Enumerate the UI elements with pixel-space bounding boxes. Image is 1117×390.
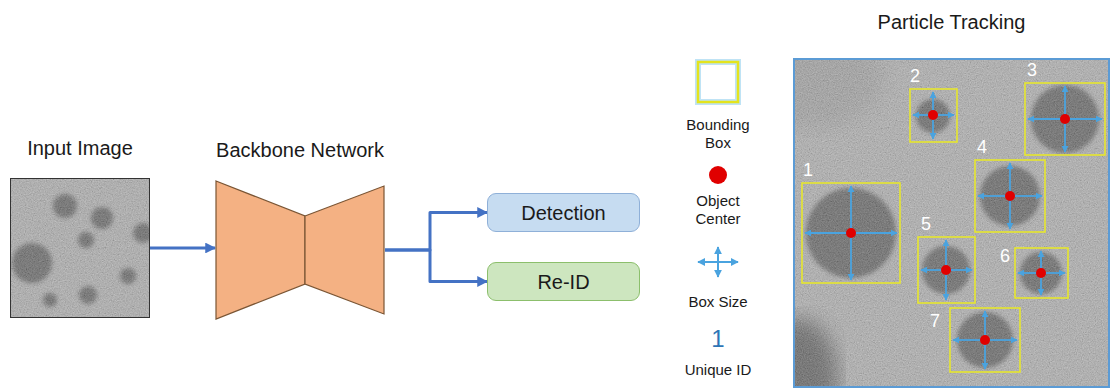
flow-arrow	[385, 213, 487, 251]
box-size-arrows	[805, 86, 1102, 369]
particle-id: 2	[910, 66, 920, 86]
input-image: Input Image	[10, 178, 150, 318]
flow-arrow	[150, 247, 215, 250]
tracking-micrograph	[793, 58, 1110, 388]
box-size-sample	[698, 247, 738, 277]
particle-id: 1	[803, 160, 813, 180]
bounding-box-sample	[698, 62, 738, 102]
particle-id: 5	[921, 214, 931, 234]
particle-id: 7	[930, 311, 940, 331]
tracking-image: Particle Tracking	[793, 58, 1110, 388]
node-label: Re-ID	[537, 270, 589, 294]
particle-id: 3	[1027, 60, 1037, 80]
backbone-network: Backbone Network	[215, 180, 385, 320]
node-heading: Particle Tracking	[733, 10, 1117, 34]
input-micrograph	[10, 178, 150, 318]
tracking-content	[793, 58, 1110, 388]
object-center-sample	[709, 166, 727, 184]
legend-text: Unique ID	[668, 361, 768, 379]
particle-id: 6	[1000, 246, 1010, 266]
detection-head: Detection	[487, 193, 640, 232]
legend-text: Object Center	[678, 192, 758, 228]
flow-arrow	[385, 250, 487, 282]
legend-text: Bounding Box	[678, 116, 758, 152]
unique-id-sample: 1	[698, 326, 738, 352]
legend-text: Box Size	[668, 293, 768, 311]
legend-samples	[680, 50, 760, 290]
backbone-shape	[215, 180, 385, 320]
micrograph-content	[10, 178, 150, 318]
node-heading: Input Image	[0, 136, 210, 160]
node-heading: Backbone Network	[155, 138, 445, 162]
object-centers	[846, 110, 1070, 345]
reid-head: Re-ID	[487, 262, 640, 301]
node-label: Detection	[521, 201, 606, 225]
bounding-box-glow	[698, 62, 738, 102]
particle-id: 4	[977, 137, 987, 157]
bounding-boxes	[802, 83, 1105, 372]
